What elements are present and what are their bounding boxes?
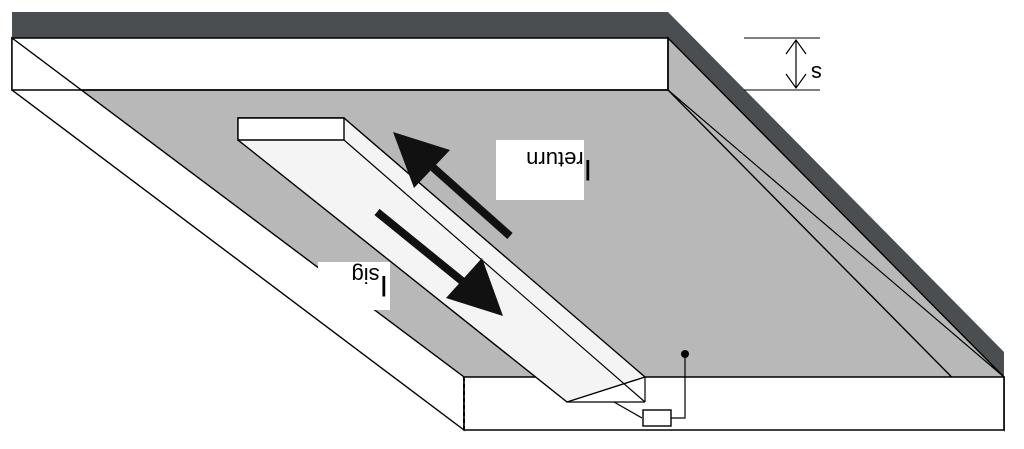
dimension-arrowhead-up — [785, 38, 807, 55]
return-current-arrowhead — [393, 132, 450, 188]
return-current-label: I — [584, 153, 592, 186]
spacing-label: s — [811, 61, 822, 86]
resistor-lead — [613, 401, 643, 419]
signal-current-subscript: sig — [352, 263, 380, 288]
svg-text:Ireturn: Ireturn — [526, 147, 592, 186]
signal-trace-edge — [343, 139, 646, 403]
svg-text:Isig: Isig — [352, 263, 388, 302]
substrate-back-face — [11, 37, 669, 91]
ground-plane-dark-edge — [12, 12, 1004, 377]
resistor-ground-lead — [671, 355, 686, 419]
ground-via-dot — [681, 350, 689, 358]
inner-edge-line — [667, 89, 1005, 378]
signal-label-box — [318, 262, 390, 310]
termination-resistor — [642, 409, 672, 427]
signal-current-label: I — [380, 269, 388, 302]
return-current-subscript: return — [526, 147, 583, 172]
signal-current-arrowhead — [446, 258, 503, 316]
signal-current-arrow-shaft — [374, 208, 465, 285]
signal-trace-end — [237, 117, 345, 141]
return-label-box — [496, 140, 584, 200]
dimension-arrowhead-down — [785, 73, 807, 90]
return-current-arrow-shaft — [425, 160, 513, 239]
